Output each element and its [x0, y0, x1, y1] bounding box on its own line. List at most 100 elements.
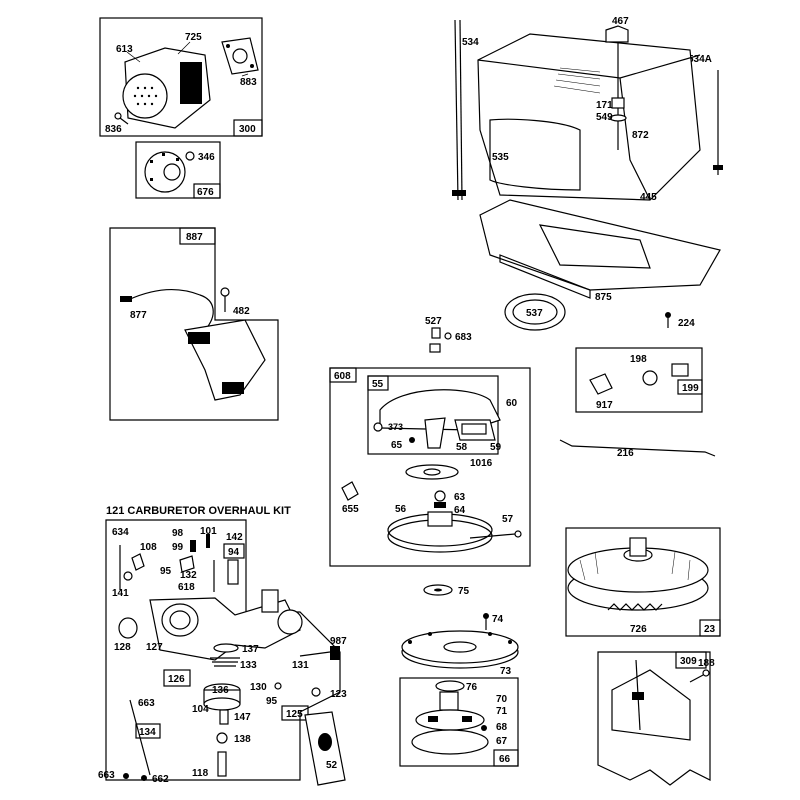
label-373: 373 [388, 422, 403, 432]
label-99: 99 [172, 542, 184, 553]
label-75: 75 [458, 586, 470, 597]
ball-68 [481, 725, 487, 731]
crankcase-group: 309 188 [597, 651, 715, 786]
fastener-527-group: 527 683 [425, 316, 472, 353]
link-663 [129, 699, 151, 776]
label-877: 877 [130, 310, 147, 321]
label-141: 141 [112, 588, 129, 599]
housing-70 [439, 691, 459, 711]
starter-group: 608 55 60 373 65 58 59 1016 655 63 64 56… [329, 367, 531, 567]
label-198: 198 [630, 354, 647, 365]
label-445: 445 [640, 192, 657, 203]
label-132: 132 [180, 570, 197, 581]
label-52: 52 [326, 760, 338, 771]
label-66: 66 [499, 754, 511, 765]
gasket-137 [213, 643, 239, 653]
label-887: 887 [186, 232, 203, 243]
screw-63 [434, 490, 446, 502]
plug-boot [120, 296, 132, 302]
label-549: 549 [596, 112, 613, 123]
carburetor-group: 121 CARBURETOR OVERHAUL KIT 634 108 141 … [98, 505, 347, 786]
nut-198 [642, 370, 658, 386]
air-cleaner-frame [99, 17, 263, 137]
label-138: 138 [234, 734, 251, 745]
pin-346 [185, 151, 195, 161]
label-883: 883 [240, 77, 257, 88]
fan-shroud [489, 118, 581, 191]
label-608: 608 [334, 371, 351, 382]
gasket-hole [232, 48, 248, 64]
starter-frame [329, 367, 531, 567]
label-171: 171 [596, 100, 613, 111]
box-134 [135, 723, 161, 739]
label-63: 63 [454, 492, 466, 503]
governor-frame [135, 141, 221, 199]
washer-138 [216, 732, 228, 744]
label-535: 535 [492, 152, 509, 163]
label-534: 534 [462, 37, 479, 48]
label-537: 537 [526, 308, 543, 319]
part-108 [131, 553, 145, 571]
label-136: 136 [212, 685, 229, 696]
label-126: 126 [168, 674, 185, 685]
knob-987 [330, 646, 340, 660]
pin-188 [689, 673, 706, 683]
screw-130 [274, 682, 282, 690]
box-608 [329, 367, 357, 383]
spring-141 [123, 571, 133, 581]
clutch-67 [411, 729, 489, 755]
box-125 [281, 705, 309, 721]
label-58: 58 [456, 442, 468, 453]
label-142: 142 [226, 532, 243, 543]
bracket-527 [431, 327, 441, 339]
box-676 [193, 183, 221, 199]
box-126 [163, 669, 191, 687]
label-663a: 663 [138, 698, 155, 709]
label-872: 872 [632, 130, 649, 141]
clutch-71 [415, 709, 485, 731]
box-300 [233, 119, 263, 137]
label-64: 64 [454, 505, 466, 516]
armature-kill-terminal [222, 382, 244, 394]
label-104: 104 [192, 704, 209, 715]
spark-plug-wire [127, 289, 214, 331]
air-cleaner-element [180, 62, 202, 104]
label-59: 59 [490, 442, 502, 453]
screw-123 [311, 687, 321, 697]
label-95a: 95 [160, 566, 172, 577]
blower-housing-group: 534 534A 467 171 549 872 535 445 875 537 [452, 16, 723, 331]
fitting-199 [671, 363, 689, 377]
label-1016: 1016 [470, 458, 493, 469]
rope-57 [469, 533, 516, 539]
part-132 [179, 555, 195, 573]
label-70: 70 [496, 694, 508, 705]
label-57: 57 [502, 514, 514, 525]
label-98: 98 [172, 528, 184, 539]
label-199: 199 [682, 383, 699, 394]
label-133: 133 [240, 660, 257, 671]
label-134: 134 [139, 727, 156, 738]
label-60: 60 [506, 398, 518, 409]
label-127: 127 [146, 642, 163, 653]
label-137: 137 [242, 644, 259, 655]
label-67: 67 [496, 736, 508, 747]
clip-917 [589, 373, 613, 395]
carburetor-frame [105, 519, 341, 781]
screw-74 [483, 613, 489, 619]
ignition-frame [109, 227, 279, 421]
governor-link [559, 439, 716, 457]
label-56: 56 [395, 504, 407, 515]
label-875: 875 [595, 292, 612, 303]
box-66 [493, 749, 519, 767]
flywheel-frame [565, 527, 721, 637]
label-618: 618 [178, 582, 195, 593]
screw-118 [217, 751, 227, 777]
screw-65 [409, 437, 415, 443]
label-95b: 95 [266, 696, 278, 707]
clip-655 [341, 481, 359, 501]
armature-coil [188, 332, 210, 344]
label-527: 527 [425, 316, 442, 327]
clutch-group: 73 76 70 71 68 67 66 [399, 630, 519, 767]
washer-1016 [405, 464, 459, 480]
label-917: 917 [596, 400, 613, 411]
